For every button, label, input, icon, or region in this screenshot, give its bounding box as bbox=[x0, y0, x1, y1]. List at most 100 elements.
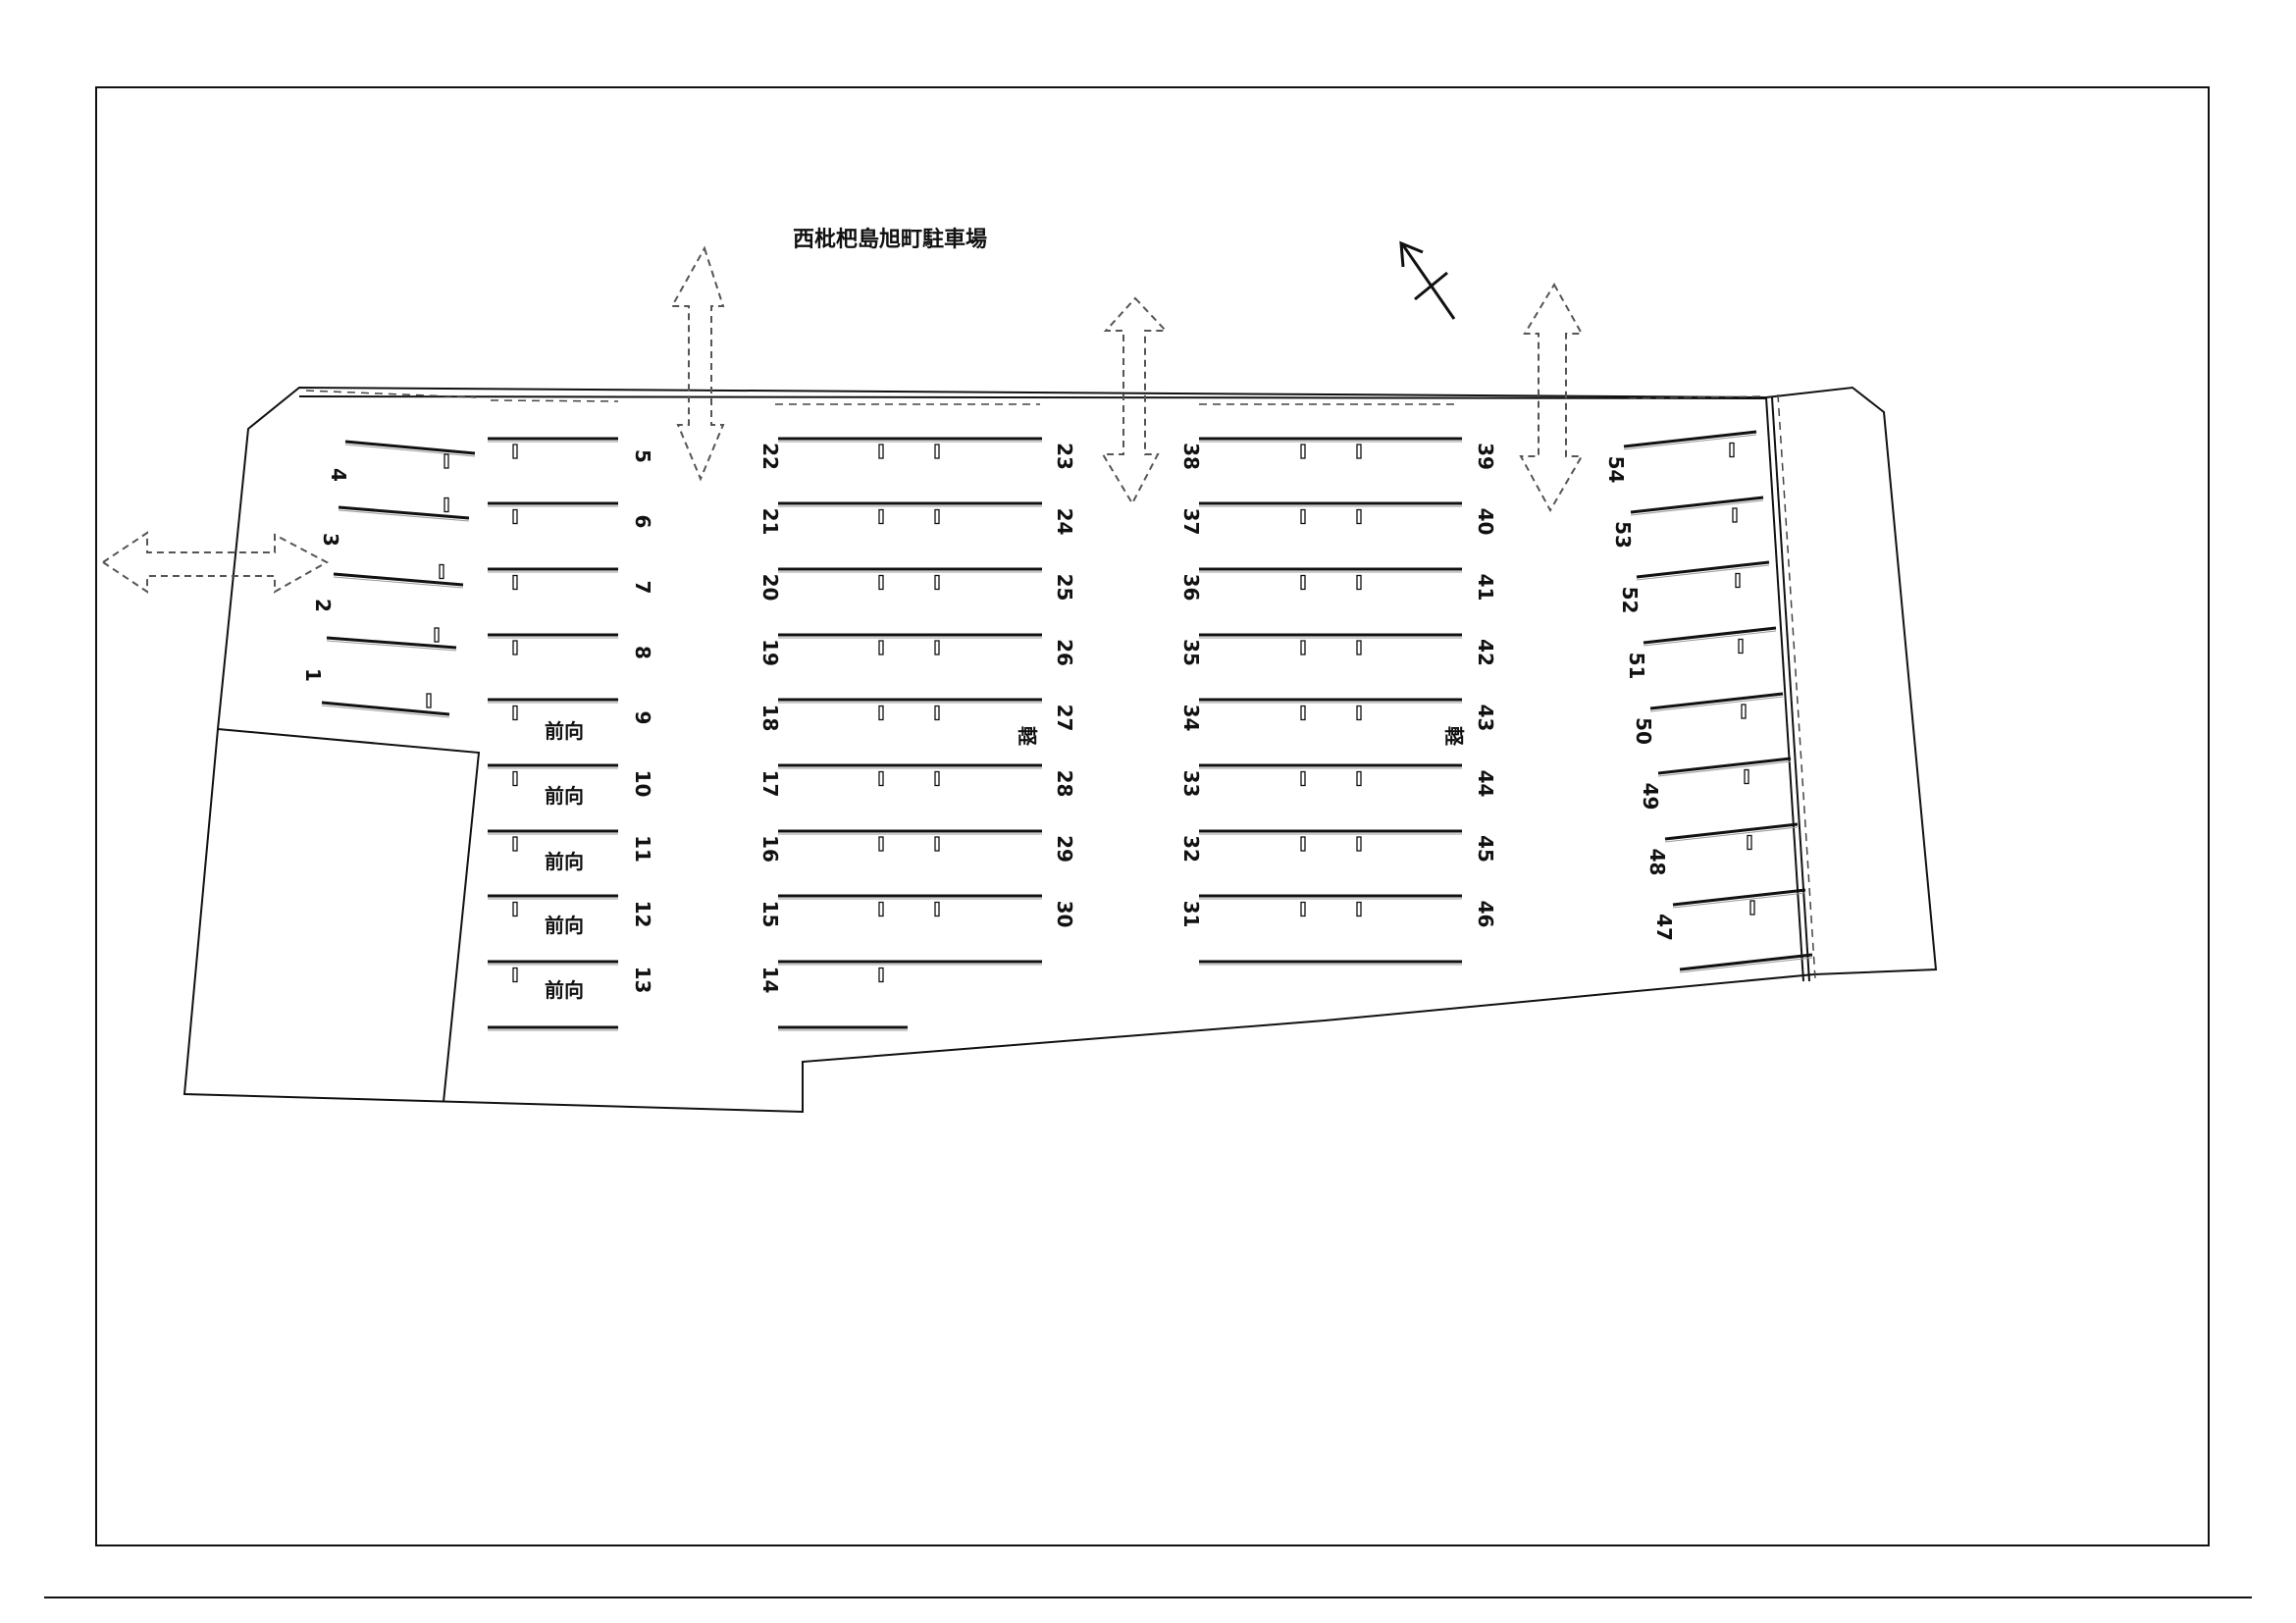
stall-number: 38 bbox=[1179, 443, 1203, 470]
stall-line bbox=[333, 572, 464, 587]
stall-number: 39 bbox=[1474, 443, 1497, 470]
stall-number: 16 bbox=[758, 835, 782, 863]
stall-line bbox=[1643, 626, 1777, 645]
stall-number: 50 bbox=[1632, 717, 1655, 745]
wheel-stop bbox=[1356, 705, 1362, 721]
stall-line bbox=[1636, 560, 1770, 579]
wheel-stop bbox=[1356, 640, 1362, 655]
stall-line bbox=[1657, 757, 1792, 775]
wheel-stop bbox=[1300, 836, 1306, 852]
wheel-stop bbox=[444, 453, 449, 469]
wheel-stop bbox=[1744, 768, 1749, 785]
stall-number: 9 bbox=[631, 711, 654, 725]
front-facing-note: 前向 bbox=[545, 914, 584, 937]
stall-number: 53 bbox=[1611, 521, 1635, 549]
wheel-stop bbox=[1300, 508, 1306, 525]
stall-number: 24 bbox=[1053, 508, 1076, 536]
wheel-stop bbox=[1741, 704, 1747, 719]
stall-number: 34 bbox=[1179, 705, 1203, 732]
stall-line-edge bbox=[1636, 564, 1770, 581]
stall-number: 37 bbox=[1179, 508, 1203, 536]
stall-number: 28 bbox=[1053, 770, 1076, 798]
north-arrow-icon bbox=[1399, 240, 1456, 320]
stall-line-edge bbox=[1657, 760, 1792, 777]
wheel-stop bbox=[878, 508, 884, 525]
wheel-stop bbox=[512, 901, 518, 917]
stall-notes: 前向前向前向前向前向軽軽 bbox=[545, 719, 1466, 1002]
wheel-stop bbox=[1300, 444, 1306, 459]
stall-number: 29 bbox=[1053, 835, 1076, 863]
wheel-stop bbox=[512, 770, 518, 787]
front-facing-note: 前向 bbox=[545, 784, 584, 808]
wheel-stop bbox=[512, 705, 518, 721]
stall-number: 17 bbox=[758, 770, 782, 798]
front-facing-note: 前向 bbox=[545, 978, 584, 1002]
wheel-stop bbox=[1732, 507, 1738, 523]
stall-number: 21 bbox=[758, 508, 782, 536]
excluded-area bbox=[217, 728, 481, 1103]
stall-number: 49 bbox=[1639, 783, 1662, 811]
stall-line-edge bbox=[1664, 826, 1799, 843]
stall-line-edge bbox=[1630, 499, 1764, 516]
stall-number: 35 bbox=[1179, 639, 1203, 666]
stall-number: 33 bbox=[1179, 770, 1203, 798]
stall-line bbox=[1630, 496, 1764, 514]
stall-number: 10 bbox=[631, 770, 654, 798]
wheel-stop bbox=[1300, 901, 1306, 917]
stall-line-edge bbox=[1643, 630, 1777, 647]
double-arrow-icon bbox=[101, 531, 330, 594]
wheel-stop bbox=[1356, 770, 1362, 787]
wheel-stops bbox=[426, 442, 1755, 983]
wheel-stop bbox=[878, 444, 884, 459]
dashed-edges bbox=[305, 390, 1816, 980]
stall-number: 48 bbox=[1645, 849, 1669, 876]
stall-number: 6 bbox=[631, 515, 654, 529]
wheel-stop bbox=[512, 836, 518, 852]
stall-number: 3 bbox=[319, 533, 342, 547]
stall-number: 52 bbox=[1618, 587, 1642, 614]
wheel-stop bbox=[1300, 770, 1306, 787]
stall-number: 5 bbox=[631, 449, 654, 463]
wheel-stop bbox=[1749, 900, 1755, 916]
stall-line bbox=[1672, 888, 1806, 907]
wheel-stop bbox=[1735, 572, 1741, 589]
stall-line bbox=[326, 636, 457, 650]
wheel-stop bbox=[1747, 834, 1752, 851]
wheel-stop bbox=[512, 508, 518, 525]
stall-number: 46 bbox=[1474, 901, 1497, 928]
stall-number: 18 bbox=[758, 705, 782, 732]
wheel-stop bbox=[1300, 640, 1306, 655]
stall-number: 2 bbox=[311, 599, 335, 612]
stall-number: 7 bbox=[631, 581, 654, 595]
stall-line bbox=[321, 701, 450, 716]
stall-line bbox=[338, 505, 470, 520]
stall-line-edge bbox=[344, 444, 476, 457]
stall-number: 27 bbox=[1053, 705, 1076, 732]
stall-line-edge bbox=[326, 640, 457, 652]
wheel-stop bbox=[1356, 444, 1362, 459]
stall-number: 4 bbox=[327, 468, 350, 482]
stall-number: 30 bbox=[1053, 901, 1076, 928]
wheel-stop bbox=[934, 705, 940, 721]
stall-line-edge bbox=[338, 509, 470, 522]
page-frame bbox=[95, 86, 2210, 1546]
stall-number: 1 bbox=[301, 668, 325, 682]
front-facing-note: 前向 bbox=[545, 850, 584, 873]
stall-line bbox=[1623, 430, 1757, 448]
right-strip bbox=[1765, 396, 1810, 982]
stall-number: 31 bbox=[1179, 901, 1203, 928]
wheel-stop bbox=[1356, 901, 1362, 917]
wheel-stop bbox=[512, 967, 518, 983]
stall-number: 8 bbox=[631, 646, 654, 659]
stall-number: 11 bbox=[631, 835, 654, 863]
stall-lines bbox=[321, 430, 1813, 1031]
wheel-stop bbox=[512, 574, 518, 591]
wheel-stop bbox=[1729, 442, 1735, 458]
stall-number: 41 bbox=[1474, 574, 1497, 602]
stall-line-edge bbox=[321, 705, 450, 718]
wheel-stop bbox=[934, 836, 940, 852]
kei-note: 軽 bbox=[1442, 726, 1466, 747]
double-arrow-icon bbox=[1519, 283, 1584, 513]
wheel-stop bbox=[878, 836, 884, 852]
